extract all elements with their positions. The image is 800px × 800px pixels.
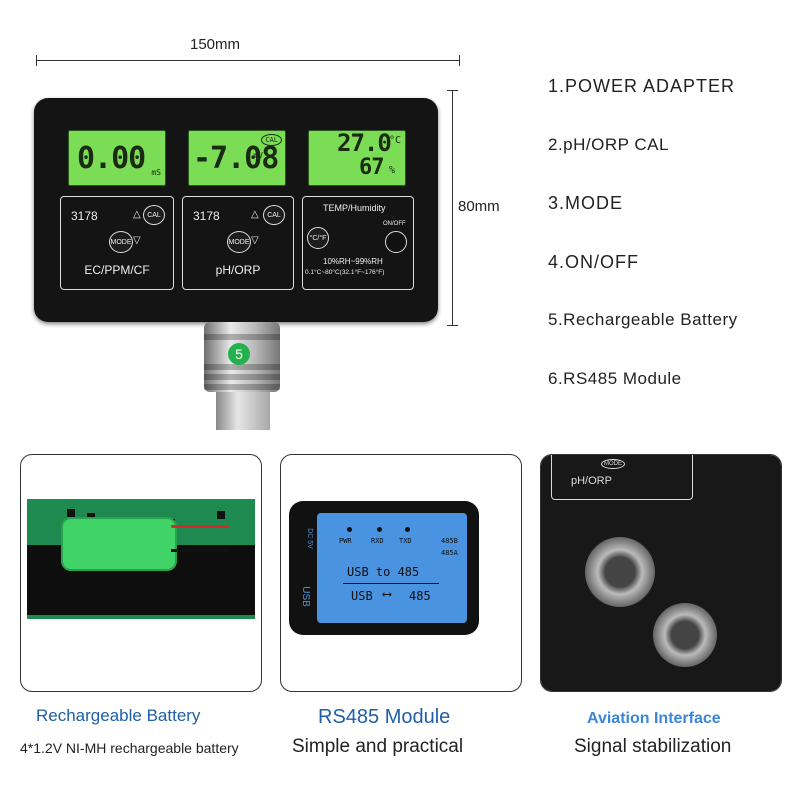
feature-item: 2.pH/ORP CAL: [548, 134, 669, 154]
double-arrow-icon: ⟷: [383, 587, 391, 602]
connector-number-badge: 5: [228, 343, 250, 365]
battery-card-subtitle: 4*1.2V NI-MH rechargeable battery: [20, 740, 239, 756]
rs485-card: PWR RXD TXD 485B 485A USB to 485 USB ⟷ 4…: [280, 454, 522, 692]
ph-panel: 3178 △ CAL MODE ▽ pH/ORP: [182, 196, 294, 290]
ph-cal-mark: CAL: [261, 134, 282, 146]
ec-value: 0.00: [77, 141, 146, 176]
module-line-2b: 485: [409, 589, 431, 603]
ph-display: -7.08 mV CAL: [188, 130, 286, 186]
black-wire: [171, 549, 229, 552]
male-plug-icon: [653, 603, 717, 667]
battery-card: [20, 454, 262, 692]
temp-unit: °C: [388, 135, 401, 146]
usb-module-image: PWR RXD TXD 485B 485A USB to 485 USB ⟷ 4…: [289, 501, 479, 635]
temp-panel: TEMP/Humidity ON/OFF °C/°F 10%RH~99%RH 0…: [302, 196, 414, 290]
ec-display: 0.00 mS: [68, 130, 166, 186]
terminal-label-b: 485B: [441, 537, 458, 545]
ec-panel: 3178 △ CAL MODE ▽ EC/PPM/CF: [60, 196, 174, 290]
height-dimension-label: 80mm: [458, 198, 500, 215]
module-line-2a: USB: [351, 589, 373, 603]
width-dimension-label: 150mm: [190, 36, 241, 53]
aviation-panel-label: pH/ORP: [571, 475, 612, 487]
battery-card-title: Rechargeable Battery: [36, 706, 201, 725]
ph-mode-button[interactable]: MODE: [227, 231, 251, 253]
height-dimension-line: [447, 90, 458, 326]
cf-toggle-button[interactable]: °C/°F: [307, 227, 329, 249]
ph-cal-button[interactable]: CAL: [263, 205, 285, 225]
module-line-1: USB to 485: [347, 565, 420, 579]
led-label-rxd: RXD: [371, 537, 384, 545]
feature-list: 1.POWER ADAPTER 2.pH/ORP CAL 3.MODE 4.ON…: [548, 76, 738, 427]
down-triangle-icon: ▽: [251, 235, 259, 246]
temp-value: 27.0: [337, 129, 392, 157]
rs485-card-title: RS485 Module: [318, 706, 451, 728]
feature-item: 1.POWER ADAPTER: [548, 76, 736, 96]
ec-mode-button[interactable]: MODE: [109, 231, 133, 253]
aviation-card-title: Aviation Interface: [587, 710, 721, 727]
battery-pack-icon: [61, 517, 177, 571]
humidity-range: 10%RH~99%RH: [323, 257, 383, 266]
onoff-label: ON/OFF: [383, 221, 406, 227]
meter-device: 0.00 mS -7.08 mV CAL 27.0 °C 67 % 3178 △…: [34, 98, 438, 322]
aviation-connector-image: pH/ORP MODE: [541, 455, 781, 691]
aviation-card: pH/ORP MODE: [540, 454, 782, 692]
aviation-card-subtitle: Signal stabilization: [574, 736, 732, 757]
temp-display: 27.0 °C 67 %: [308, 129, 406, 186]
red-wire: [171, 525, 229, 528]
up-triangle-icon: △: [133, 209, 141, 220]
dc-label: DC 5V: [305, 528, 313, 549]
rs485-card-subtitle: Simple and practical: [292, 736, 464, 757]
usb-side-label: USB: [299, 586, 311, 607]
humidity-unit: %: [388, 165, 395, 176]
down-triangle-icon: ▽: [133, 235, 141, 246]
feature-item: 3.MODE: [548, 193, 624, 213]
humidity-value: 67: [359, 155, 384, 180]
ph-value: -7.08: [193, 141, 279, 176]
ec-model-number: 3178: [71, 209, 98, 223]
module-label-screen: PWR RXD TXD 485B 485A USB to 485 USB ⟷ 4…: [317, 513, 467, 623]
feature-item: 4.ON/OFF: [548, 251, 640, 272]
width-dimension-line: [36, 55, 460, 66]
ph-model-number: 3178: [193, 209, 220, 223]
led-label-txd: TXD: [399, 537, 412, 545]
ph-panel-label: pH/ORP: [215, 263, 261, 277]
led-label-pwr: PWR: [339, 537, 352, 545]
ec-cal-button[interactable]: CAL: [143, 205, 165, 225]
terminal-label-a: 485A: [441, 549, 458, 557]
female-socket-icon: [585, 537, 655, 607]
power-button[interactable]: [385, 231, 407, 253]
aviation-mode-mark: MODE: [601, 459, 625, 469]
feature-item: 5.Rechargeable Battery: [548, 310, 738, 329]
up-triangle-icon: △: [251, 209, 259, 220]
ec-panel-label: EC/PPM/CF: [84, 263, 150, 277]
temp-range: 0.1°C~80°C(32.1°F~176°F): [305, 269, 385, 276]
bnc-connector: [204, 322, 280, 392]
feature-item: 6.RS485 Module: [548, 368, 682, 388]
ph-unit: mV: [253, 151, 263, 160]
ec-unit: mS: [151, 168, 161, 177]
probe-rod: [216, 388, 270, 430]
temp-panel-title: TEMP/Humidity: [323, 203, 386, 213]
